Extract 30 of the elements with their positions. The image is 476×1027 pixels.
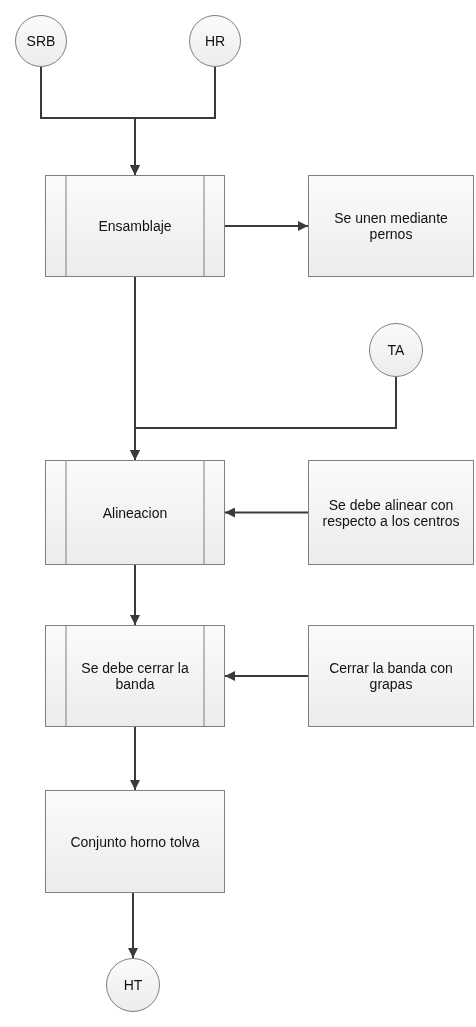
arrow bbox=[130, 564, 140, 626]
connector-circle bbox=[189, 15, 241, 67]
predefined-process-box bbox=[45, 460, 225, 565]
process-box bbox=[308, 460, 474, 565]
node-label: Conjunto horno tolva bbox=[70, 833, 200, 850]
node-label: Se unen mediante pernos bbox=[333, 210, 449, 242]
predefined-process-box bbox=[45, 625, 225, 727]
arrow bbox=[224, 221, 309, 231]
node-label: HR bbox=[204, 33, 226, 49]
node-label: HT bbox=[123, 977, 143, 993]
arrow bbox=[130, 726, 140, 791]
node-label: Se debe alinear con respecto a los centros bbox=[321, 496, 461, 529]
process-box bbox=[45, 790, 225, 893]
connector-circle bbox=[15, 15, 67, 67]
arrow bbox=[224, 507, 309, 518]
node-label: SRB bbox=[26, 33, 56, 49]
connector-circle bbox=[369, 323, 423, 377]
arrow bbox=[130, 66, 216, 176]
predefined-process-box bbox=[45, 175, 225, 277]
node-label: TA bbox=[387, 342, 405, 358]
arrow bbox=[130, 376, 397, 461]
arrow bbox=[128, 892, 138, 959]
node-label: Alineacion bbox=[102, 504, 168, 521]
arrow bbox=[224, 671, 309, 681]
process-box bbox=[308, 625, 474, 727]
node-label: Cerrar la banda con grapas bbox=[328, 660, 454, 692]
process-box bbox=[308, 175, 474, 277]
connector-circle bbox=[106, 958, 160, 1012]
node-label: Ensamblaje bbox=[98, 218, 172, 234]
node-label: Se debe cerrar la banda bbox=[80, 660, 190, 692]
